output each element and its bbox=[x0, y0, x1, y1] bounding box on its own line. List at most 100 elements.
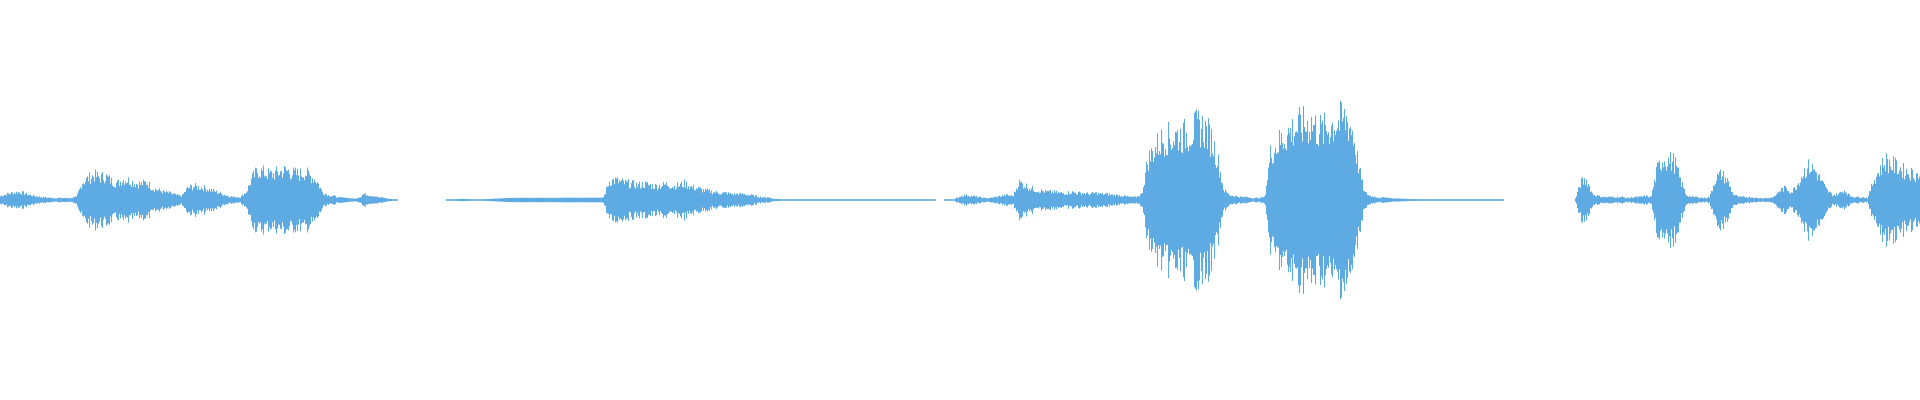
waveform-sample bbox=[341, 197, 343, 203]
waveform-sample bbox=[1901, 171, 1903, 229]
waveform-sample bbox=[367, 195, 369, 205]
waveform-sample bbox=[184, 192, 186, 208]
waveform-sample bbox=[984, 197, 986, 203]
waveform-sample bbox=[502, 198, 504, 202]
waveform-sample bbox=[154, 191, 156, 209]
waveform-sample bbox=[1220, 172, 1222, 228]
waveform-sample bbox=[1401, 198, 1403, 202]
waveform-sample bbox=[1350, 126, 1352, 274]
waveform-sample bbox=[1373, 197, 1375, 203]
waveform-sample bbox=[749, 195, 751, 205]
waveform-sample bbox=[1468, 199, 1470, 201]
waveform-sample bbox=[1408, 198, 1410, 202]
waveform-sample bbox=[218, 193, 220, 207]
waveform-sample bbox=[54, 198, 56, 202]
waveform-sample bbox=[636, 182, 638, 218]
waveform-sample bbox=[108, 176, 110, 224]
waveform-sample bbox=[570, 197, 572, 203]
waveform-sample bbox=[280, 171, 282, 229]
waveform-sample bbox=[1835, 195, 1837, 205]
waveform-sample bbox=[482, 199, 484, 201]
waveform-sample bbox=[1269, 162, 1271, 238]
waveform-sample bbox=[1219, 177, 1221, 223]
waveform-sample bbox=[746, 194, 748, 206]
waveform-sample bbox=[723, 192, 725, 208]
waveform-sample bbox=[607, 186, 609, 214]
waveform-sample bbox=[45, 196, 47, 204]
waveform-sample bbox=[18, 192, 20, 208]
waveform-sample bbox=[266, 176, 268, 224]
waveform-sample bbox=[1601, 196, 1603, 204]
waveform-sample bbox=[1431, 199, 1433, 201]
waveform-sample bbox=[318, 183, 320, 217]
waveform-sample bbox=[1314, 124, 1316, 276]
waveform-sample bbox=[89, 172, 91, 228]
waveform-sample bbox=[35, 196, 37, 204]
waveform-sample bbox=[232, 196, 234, 204]
waveform-sample bbox=[980, 196, 982, 204]
waveform-sample bbox=[618, 183, 620, 217]
waveform-sample bbox=[1888, 173, 1890, 227]
waveform-sample bbox=[489, 198, 491, 202]
waveform-sample bbox=[1732, 191, 1734, 209]
waveform-sample bbox=[1005, 196, 1007, 204]
waveform-sample bbox=[483, 199, 485, 201]
waveform-sample bbox=[1017, 190, 1019, 210]
waveform-sample bbox=[1125, 195, 1127, 205]
waveform-sample bbox=[1739, 196, 1741, 204]
waveform-sample bbox=[1712, 191, 1714, 209]
waveform-sample bbox=[1152, 150, 1154, 250]
waveform-sample bbox=[929, 199, 931, 201]
waveform-sample bbox=[1082, 193, 1084, 207]
waveform-sample bbox=[1046, 191, 1048, 209]
waveform-sample bbox=[1809, 173, 1811, 227]
waveform-sample bbox=[112, 185, 114, 215]
waveform-sample bbox=[1369, 195, 1371, 205]
waveform-sample bbox=[1375, 197, 1377, 203]
waveform-sample bbox=[522, 197, 524, 203]
waveform-sample bbox=[321, 189, 323, 211]
waveform-sample bbox=[1182, 153, 1184, 247]
waveform-sample bbox=[1181, 152, 1183, 248]
waveform-sample bbox=[1463, 199, 1465, 201]
waveform-sample bbox=[1622, 196, 1624, 204]
waveform-sample bbox=[1273, 163, 1275, 237]
waveform-sample bbox=[152, 190, 154, 210]
waveform-sample bbox=[1700, 197, 1702, 203]
waveform-sample bbox=[1382, 197, 1384, 203]
waveform-sample bbox=[294, 170, 296, 230]
waveform-sample bbox=[1722, 176, 1724, 224]
waveform-sample bbox=[764, 196, 766, 204]
waveform-sample bbox=[1040, 192, 1042, 208]
waveform-sample bbox=[891, 199, 893, 201]
waveform-sample bbox=[1475, 199, 1477, 201]
waveform-sample bbox=[886, 199, 888, 201]
waveform-sample bbox=[1176, 132, 1178, 268]
waveform-sample bbox=[890, 199, 892, 201]
waveform-sample bbox=[702, 192, 704, 208]
waveform-sample bbox=[1244, 197, 1246, 203]
waveform-sample bbox=[1696, 196, 1698, 204]
waveform-sample bbox=[245, 193, 247, 207]
waveform-sample bbox=[1711, 190, 1713, 210]
waveform-sample bbox=[2, 196, 4, 204]
waveform-sample bbox=[133, 186, 135, 214]
waveform-sample bbox=[215, 192, 217, 208]
waveform-sample bbox=[1313, 125, 1315, 275]
waveform-sample bbox=[927, 199, 929, 201]
waveform-sample bbox=[1011, 195, 1013, 205]
waveform-sample bbox=[223, 195, 225, 205]
waveform-sample bbox=[1715, 184, 1717, 216]
waveform-sample bbox=[1356, 163, 1358, 237]
waveform-sample bbox=[1186, 132, 1188, 268]
waveform-sample bbox=[932, 199, 934, 201]
waveform-sample bbox=[1787, 191, 1789, 209]
waveform-sample bbox=[203, 191, 205, 209]
waveform-sample bbox=[728, 192, 730, 208]
waveform-sample bbox=[1812, 163, 1814, 237]
waveform-sample bbox=[1692, 196, 1694, 204]
waveform-sample bbox=[1747, 197, 1749, 203]
waveform-sample bbox=[1695, 196, 1697, 204]
waveform-sample bbox=[1654, 179, 1656, 221]
